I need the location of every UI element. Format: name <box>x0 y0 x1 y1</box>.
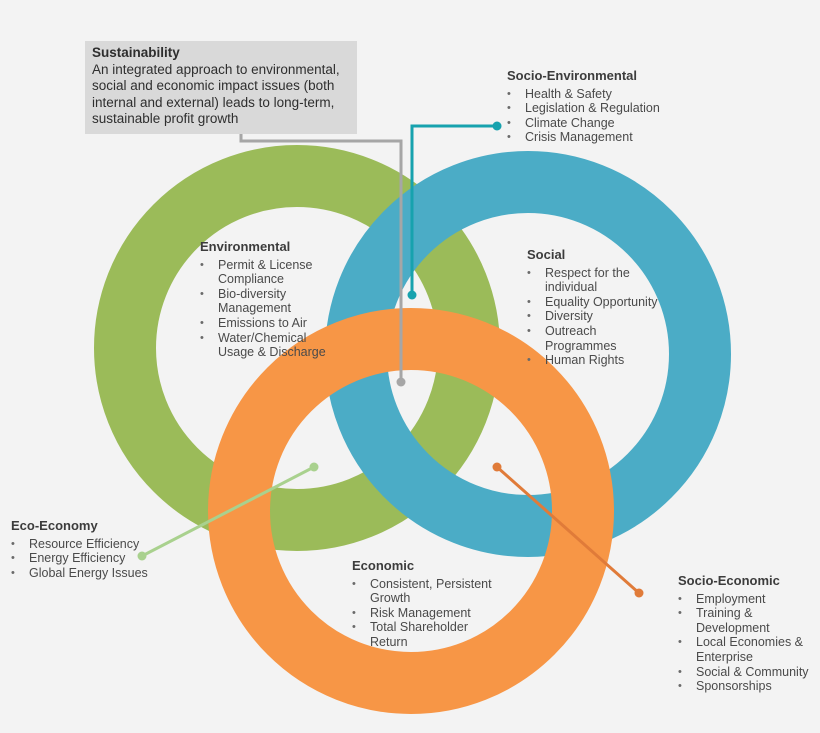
social-title: Social <box>527 247 566 262</box>
list-item: Legislation & Regulation <box>507 101 687 116</box>
list-item: Risk Management <box>352 606 502 621</box>
eco-economy-title: Eco-Economy <box>11 518 98 533</box>
list-item: Bio-diversity Management <box>200 287 330 316</box>
environmental-list: Permit & License Compliance Bio-diversit… <box>200 258 330 360</box>
list-item: Diversity <box>527 309 662 324</box>
socio-environmental-title: Socio-Environmental <box>507 68 638 83</box>
list-item: Equality Opportunity <box>527 295 662 310</box>
eco-economy-block: Eco-Economy Resource Efficiency Energy E… <box>11 518 161 581</box>
economic-list: Consistent, Persistent Growth Risk Manag… <box>352 577 502 650</box>
list-item: Resource Efficiency <box>11 537 161 552</box>
list-item: Water/Chemical Usage & Discharge <box>200 331 330 360</box>
sustainability-connector <box>239 130 403 382</box>
socio-environmental-connector-dot <box>407 290 417 300</box>
list-item: Energy Efficiency <box>11 551 161 566</box>
list-item: Outreach Programmes <box>527 324 662 353</box>
socio-environmental-block: Socio-Environmental Health & Safety Legi… <box>507 68 687 145</box>
list-item: Permit & License Compliance <box>200 258 330 287</box>
list-item: Sponsorships <box>678 679 818 694</box>
economic-title: Economic <box>352 558 415 573</box>
socio-environmental-connector-dot <box>492 121 502 131</box>
list-item: Consistent, Persistent Growth <box>352 577 502 606</box>
list-item: Emissions to Air <box>200 316 330 331</box>
environmental-title: Environmental <box>200 239 291 254</box>
eco-economy-connector-dot <box>309 462 319 472</box>
list-item: Global Energy Issues <box>11 566 161 581</box>
environmental-block: Environmental Permit & License Complianc… <box>200 239 330 360</box>
socio-economic-connector-dot <box>492 462 502 472</box>
sustainability-connector-dot <box>396 377 406 387</box>
list-item: Social & Community <box>678 665 818 680</box>
socio-environmental-connector <box>410 124 497 295</box>
socio-economic-connector <box>496 465 640 595</box>
list-item: Health & Safety <box>507 87 687 102</box>
list-item: Training & Development <box>678 606 818 635</box>
socio-economic-connector-dot <box>634 588 644 598</box>
sustainability-callout: Sustainability An integrated approach to… <box>85 41 357 134</box>
eco-economy-list: Resource Efficiency Energy Efficiency Gl… <box>11 537 161 581</box>
social-block: Social Respect for the individual Equali… <box>527 247 662 368</box>
list-item: Climate Change <box>507 116 687 131</box>
socio-economic-list: Employment Training & Development Local … <box>678 592 818 694</box>
list-item: Respect for the individual <box>527 266 662 295</box>
list-item: Crisis Management <box>507 130 687 145</box>
list-item: Local Economies & Enterprise <box>678 635 818 664</box>
sustainability-title: Sustainability <box>92 45 180 60</box>
socio-environmental-list: Health & Safety Legislation & Regulation… <box>507 87 687 145</box>
socio-economic-title: Socio-Economic <box>678 573 780 588</box>
list-item: Human Rights <box>527 353 662 368</box>
economic-block: Economic Consistent, Persistent Growth R… <box>352 558 502 650</box>
economic-ring <box>208 308 614 714</box>
sustainability-description: An integrated approach to environmental,… <box>92 61 340 127</box>
social-list: Respect for the individual Equality Oppo… <box>527 266 662 368</box>
socio-economic-block: Socio-Economic Employment Training & Dev… <box>678 573 818 694</box>
eco-economy-connector <box>141 465 315 558</box>
list-item: Total Shareholder Return <box>352 620 502 649</box>
list-item: Employment <box>678 592 818 607</box>
